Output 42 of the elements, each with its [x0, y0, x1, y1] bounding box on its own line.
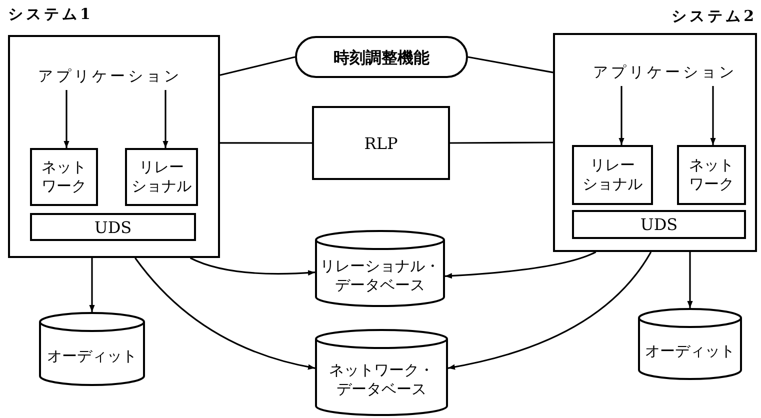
- node-label: リレーショナル・データベース: [319, 256, 441, 294]
- arrow: [710, 86, 716, 145]
- node-label: オーディット: [47, 346, 137, 366]
- connector-line: [450, 142, 553, 144]
- connector-line: [220, 142, 312, 144]
- application-label: アプリケーション: [35, 62, 185, 90]
- arrow: [618, 86, 624, 145]
- database-cylinder: [315, 329, 448, 416]
- database-cylinder: [638, 308, 742, 380]
- module-box: [30, 148, 98, 206]
- node-label: リレーショナル: [582, 156, 644, 194]
- module-box: [572, 145, 653, 205]
- arrow: [448, 252, 652, 370]
- connector-line: [220, 56, 296, 76]
- arrow: [190, 257, 316, 276]
- system-label: システム1: [8, 5, 94, 24]
- module-box: [30, 213, 196, 241]
- node-label: 時刻調整機能: [334, 48, 430, 66]
- module-box: [677, 145, 746, 205]
- node-label: ネットワーク・データベース: [328, 360, 435, 398]
- module-box: [572, 210, 746, 239]
- node-label: UDS: [94, 218, 132, 236]
- database-cylinder: [39, 312, 145, 386]
- application-label: アプリケーション: [590, 58, 740, 86]
- arrow: [89, 258, 95, 312]
- node-label: ネットワーク: [688, 156, 735, 194]
- node-label: オーディット: [645, 342, 735, 360]
- module-box: [125, 148, 198, 206]
- module-box: [312, 106, 450, 180]
- system-label: システム2: [672, 7, 757, 26]
- database-cylinder: [315, 230, 445, 307]
- node-label: UDS: [640, 215, 678, 234]
- arrow: [134, 258, 316, 370]
- function-pill: [295, 36, 468, 78]
- arrow: [162, 90, 168, 148]
- arrow: [444, 251, 596, 279]
- connector-line: [468, 56, 554, 74]
- node-label: ネットワーク: [40, 158, 88, 196]
- node-label: RLP: [364, 134, 398, 152]
- arrow: [64, 90, 70, 148]
- node-label: リレーショナル: [130, 158, 192, 196]
- arrow: [687, 252, 693, 308]
